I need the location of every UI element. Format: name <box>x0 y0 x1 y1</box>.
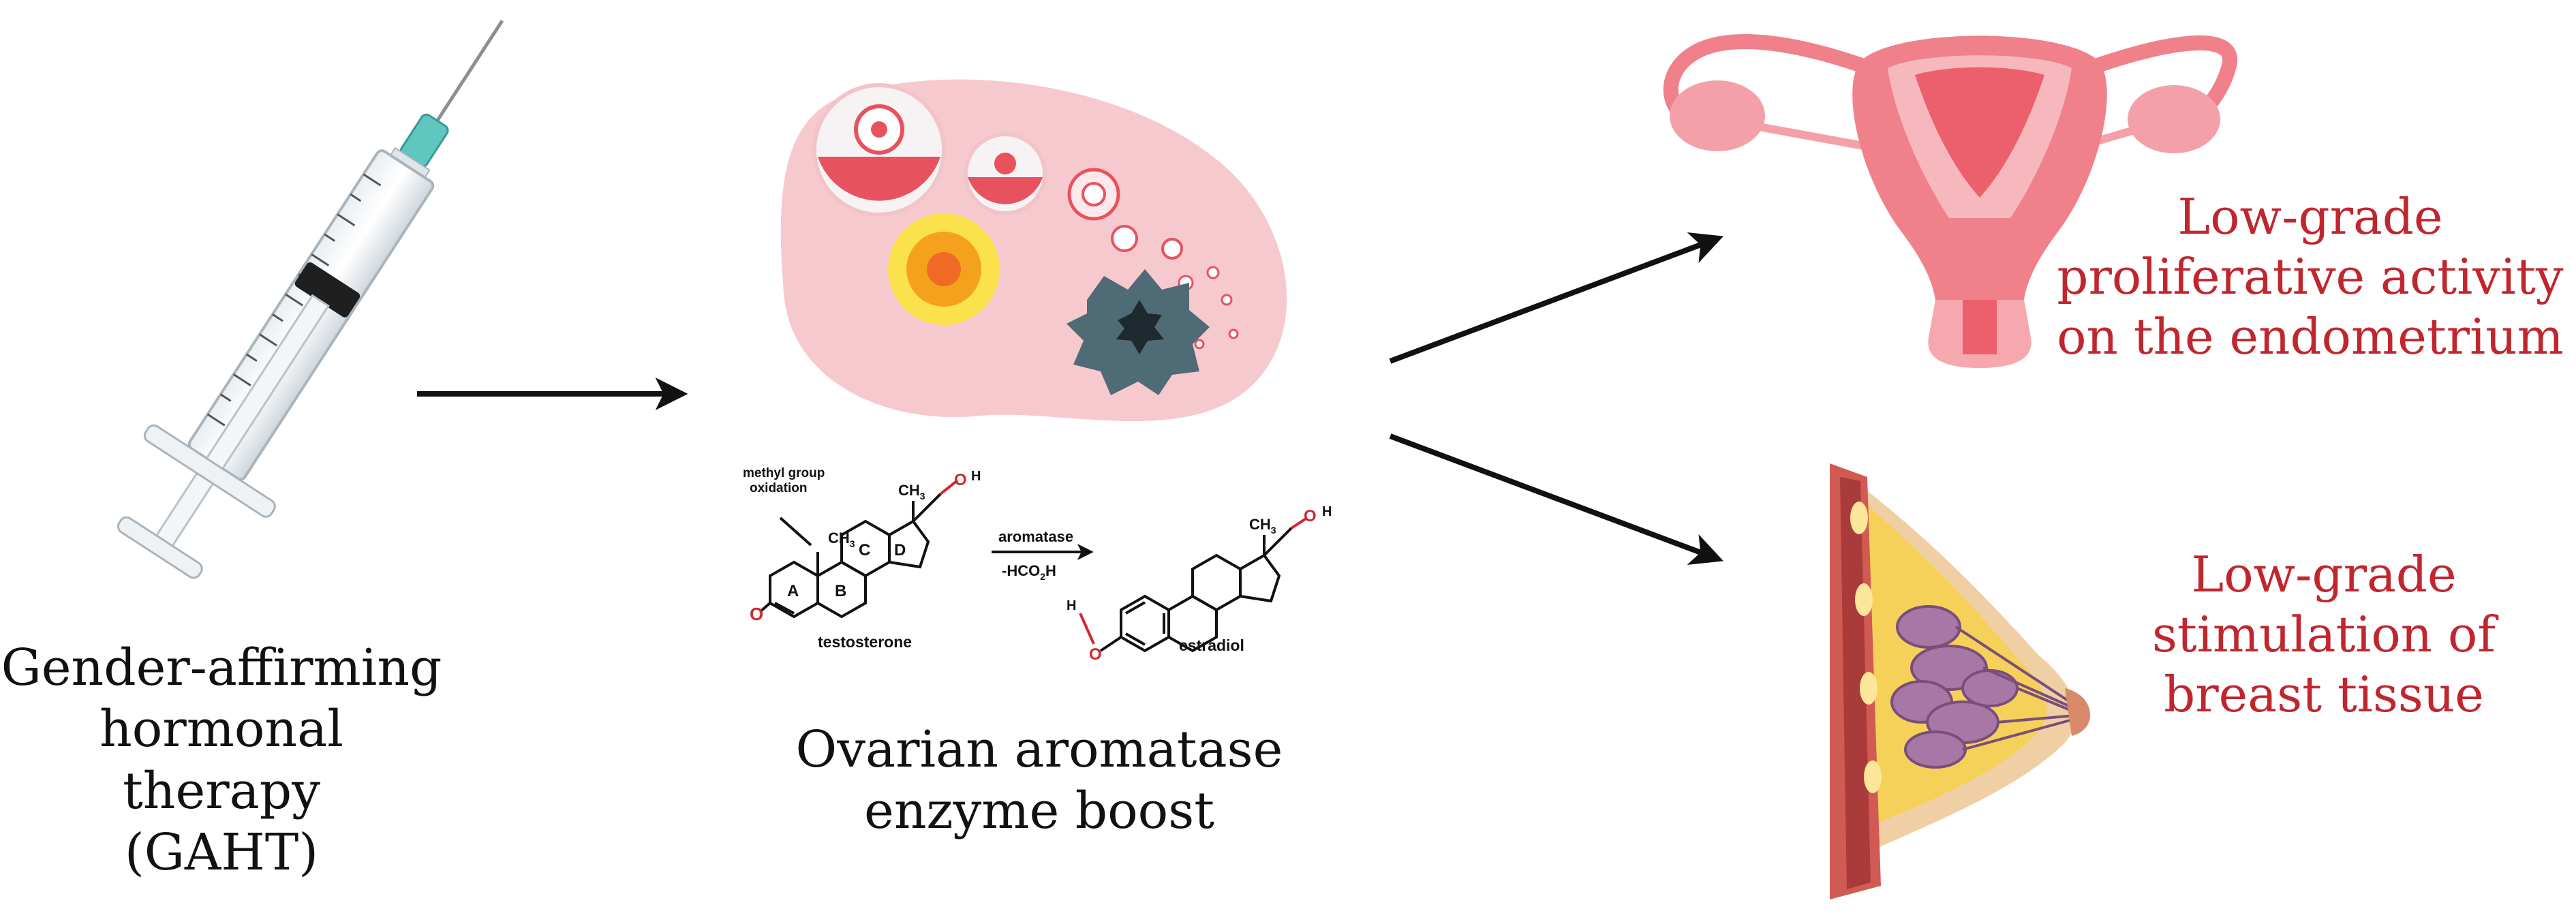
syringe-icon <box>117 19 504 579</box>
arrow-to-endometrium <box>1389 232 1723 364</box>
breast-label-line-1: Low-grade <box>2191 546 2457 603</box>
ovary-label-line-1: Ovarian aromatase <box>795 720 1283 779</box>
phenol-h-label: H <box>1067 598 1076 613</box>
endometrium-label: Low-grade proliferative activity on the … <box>2044 187 2576 367</box>
breast-tissue-icon <box>1830 463 2091 899</box>
ring-d-label: D <box>894 541 906 559</box>
annotation-line-1: methyl group <box>743 466 825 480</box>
ovary-label: Ovarian aromatase enzyme boost <box>784 719 1295 842</box>
enzyme-label: aromatase <box>998 528 1073 545</box>
breast-label-line-3: breast tissue <box>2164 665 2484 723</box>
gaht-label-line-3: (GAHT) <box>124 822 319 882</box>
gaht-label-line-2: hormonal therapy <box>99 700 343 820</box>
arrow-to-breast <box>1389 433 1723 565</box>
ch3-label-estradiol: CH3 <box>1249 516 1276 536</box>
ring-d-shape <box>888 519 930 569</box>
ovary-illustration <box>780 79 1287 422</box>
estradiol-label: estradiol <box>1179 636 1244 654</box>
endometrium-label-line-3: on the endometrium <box>2057 307 2564 365</box>
oh-o-testosterone: O <box>954 471 967 489</box>
oh-h-estradiol: H <box>1322 504 1332 519</box>
aromatase-reaction-scheme <box>758 479 1308 653</box>
ring-c-label: C <box>859 541 870 559</box>
gaht-label: Gender-affirming hormonal therapy (GAHT) <box>0 637 443 883</box>
endometrium-label-line-1: Low-grade <box>2177 188 2443 245</box>
ovary-label-line-2: enzyme boost <box>864 782 1214 841</box>
oh-h-testosterone: H <box>971 469 981 484</box>
aromatic-ring-shape <box>1120 594 1170 653</box>
phenol-o-label: O <box>1089 645 1102 664</box>
endometrium-label-line-2: proliferative activity <box>2057 247 2564 305</box>
reaction-labels: methyl group oxidation CH3 CH3 O H A B C… <box>743 466 1332 664</box>
ring-b-label: B <box>835 582 846 600</box>
ketone-o-label: O <box>750 604 763 624</box>
annotation-line-2: oxidation <box>750 481 807 495</box>
oh-o-estradiol: O <box>1304 507 1317 525</box>
ch3-label-testosterone: CH3 <box>828 529 855 549</box>
breast-label-line-2: stimulation of <box>2151 605 2496 663</box>
ch3-label-d: CH3 <box>898 482 925 502</box>
gaht-label-line-1: Gender-affirming <box>1 638 442 697</box>
byproduct-label: -HCO2H <box>1002 562 1056 582</box>
breast-label: Low-grade stimulation of breast tissue <box>2099 545 2549 724</box>
ring-a-label: A <box>787 582 799 600</box>
uterus-icon <box>1663 34 2238 368</box>
testosterone-label: testosterone <box>818 633 912 651</box>
